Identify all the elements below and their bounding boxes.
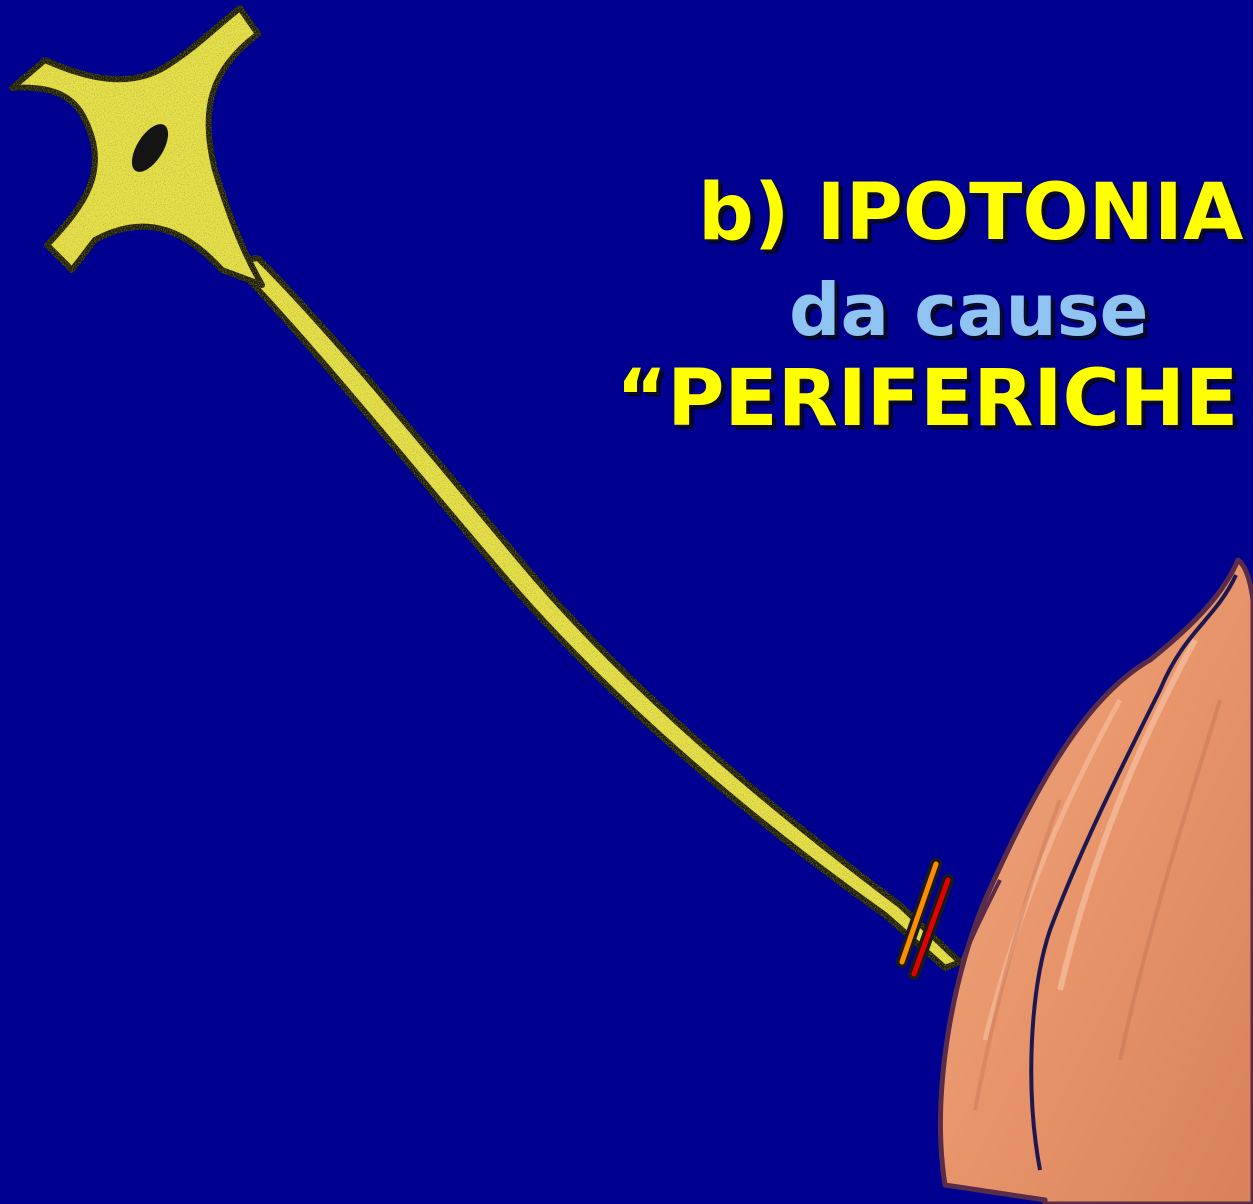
title-line-2: da cause xyxy=(789,268,1148,352)
motor-neuron-icon xyxy=(12,8,960,968)
title-line-1: b) IPOTONIA xyxy=(698,168,1243,258)
muscle-icon xyxy=(941,560,1253,1204)
title-line-3: “PERIFERICHE xyxy=(616,354,1238,444)
muscle-belly xyxy=(941,560,1253,1204)
